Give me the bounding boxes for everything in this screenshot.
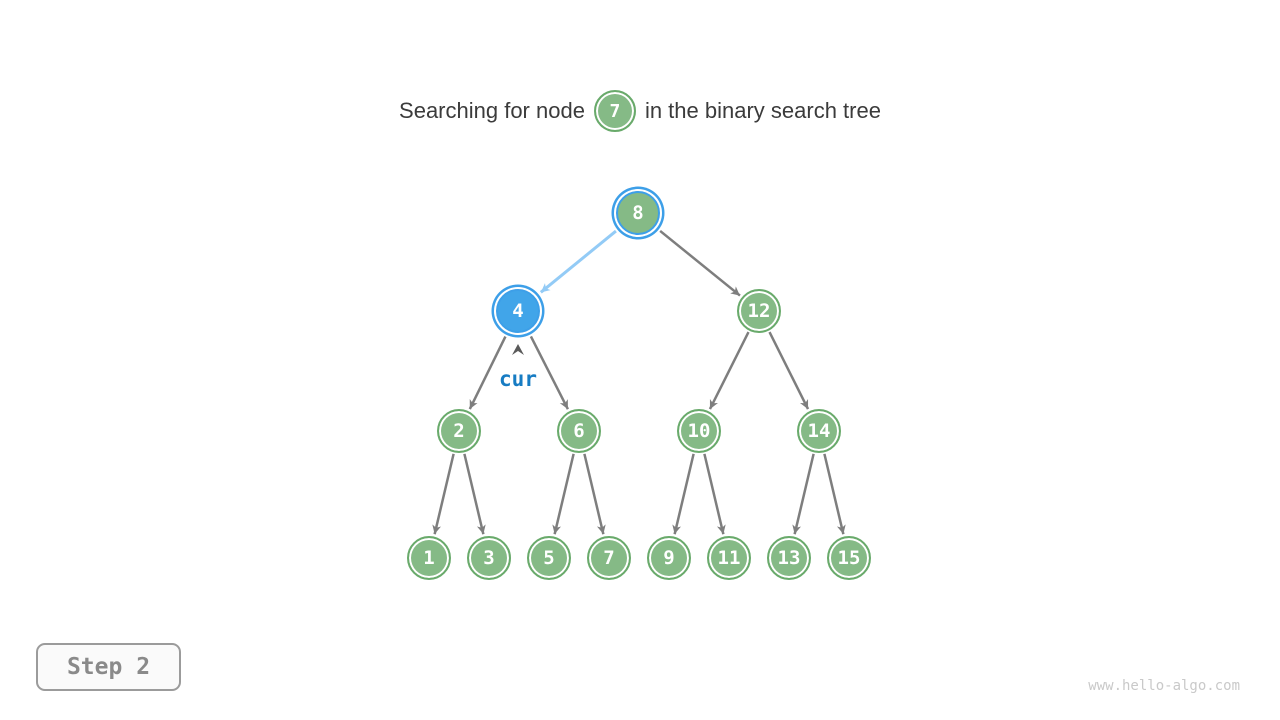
tree-node-12: 12 xyxy=(737,289,781,333)
tree-node-5: 5 xyxy=(527,536,571,580)
tree-node-11: 11 xyxy=(707,536,751,580)
tree-edge-6-5 xyxy=(552,453,575,535)
tree-node-14: 14 xyxy=(797,409,841,453)
tree-node-15: 15 xyxy=(827,536,871,580)
tree-node-7: 7 xyxy=(587,536,631,580)
cur-pointer-label: cur xyxy=(499,367,537,391)
cur-pointer-caret-icon xyxy=(512,344,524,355)
tree-edge-8-4 xyxy=(539,229,617,294)
tree-node-9: 9 xyxy=(647,536,691,580)
title-target-node: 7 xyxy=(593,90,636,132)
figure-title: Searching for node 7 in the binary searc… xyxy=(0,88,1280,134)
tree-edge-10-9 xyxy=(672,453,695,535)
tree-edge-10-11 xyxy=(703,453,726,535)
tree-node-10: 10 xyxy=(677,409,721,453)
tree-node-2: 2 xyxy=(437,409,481,453)
tree-edge-2-1 xyxy=(432,453,455,535)
tree-edge-12-14 xyxy=(768,331,810,410)
tree-edge-14-15 xyxy=(823,453,846,535)
watermark: www.hello-algo.com xyxy=(1088,678,1240,694)
title-prefix: Searching for node xyxy=(399,98,585,123)
tree-edge-8-12 xyxy=(659,229,741,297)
title-suffix: in the binary search tree xyxy=(644,98,881,123)
tree-edge-12-10 xyxy=(708,331,750,410)
tree-node-8: 8 xyxy=(616,191,660,235)
step-badge: Step 2 xyxy=(36,643,181,691)
tree-node-1: 1 xyxy=(407,536,451,580)
tree-edge-4-2 xyxy=(468,336,507,410)
tree-edge-14-13 xyxy=(792,453,815,535)
tree-node-13: 13 xyxy=(767,536,811,580)
tree-edge-4-6 xyxy=(529,335,570,410)
tree-node-6: 6 xyxy=(557,409,601,453)
tree-edge-2-3 xyxy=(463,453,486,535)
tree-edge-6-7 xyxy=(583,453,606,535)
tree-node-3: 3 xyxy=(467,536,511,580)
tree-node-4: 4 xyxy=(496,289,540,333)
